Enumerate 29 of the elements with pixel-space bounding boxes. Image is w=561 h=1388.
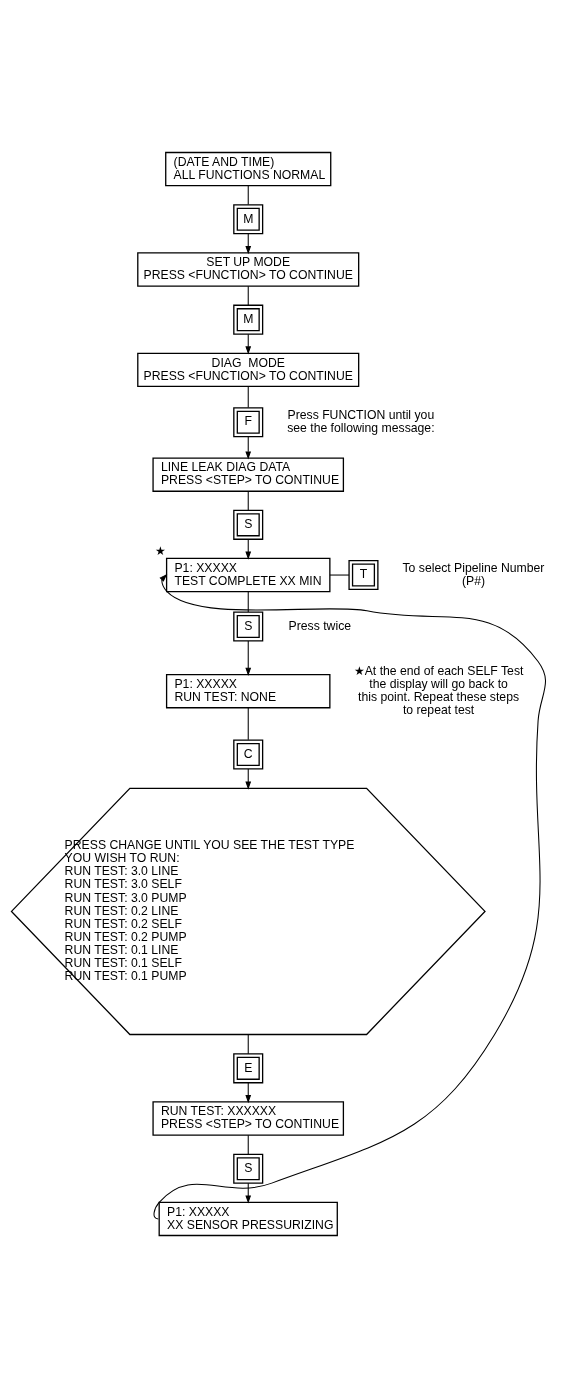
- node-label: ★: [155, 544, 167, 559]
- node-box: LINE LEAK DIAG DATA PRESS <STEP> TO CONTINUE: [152, 457, 345, 492]
- node-box: P1: XXXXX TEST COMPLETE XX MIN: [165, 557, 331, 593]
- node-box: DIAG MODE PRESS <FUNCTION> TO CONTINUE: [137, 352, 360, 388]
- arrow: [153, 573, 547, 1220]
- connector: [247, 1134, 249, 1155]
- arrow: [245, 233, 252, 255]
- node-box: RUN TEST: XXXXXX PRESS <STEP> TO CONTINUE: [152, 1101, 345, 1136]
- arrow: [245, 1082, 252, 1104]
- node-box: (DATE AND TIME) ALL FUNCTIONS NORMAL: [165, 151, 332, 187]
- node-box: P1: XXXXX RUN TEST: NONE: [165, 673, 331, 709]
- node-label: Press twice: [288, 618, 352, 633]
- connector: [247, 185, 249, 206]
- connector: [247, 490, 249, 511]
- arrow: [245, 333, 252, 355]
- node-label: To select Pipeline Number (P#): [402, 560, 545, 588]
- label: ★At the end of each SELF Test the display will go back to this point. Repeat these steps to repeat test: [353, 663, 524, 718]
- connector: [247, 385, 249, 409]
- node-box: P1: XXXXX XX SENSOR PRESSURIZING: [158, 1201, 338, 1237]
- connector: [329, 574, 350, 576]
- connector: [247, 1034, 249, 1055]
- arrow: [245, 640, 252, 677]
- arrow: [245, 538, 252, 560]
- arrow: [245, 768, 252, 790]
- connector: [247, 707, 249, 741]
- node-box: SET UP MODE PRESS <FUNCTION> TO CONTINUE: [137, 252, 360, 287]
- connector: [247, 285, 249, 306]
- node-label: Press FUNCTION until you see the following message:: [287, 407, 435, 436]
- connector: [247, 591, 249, 613]
